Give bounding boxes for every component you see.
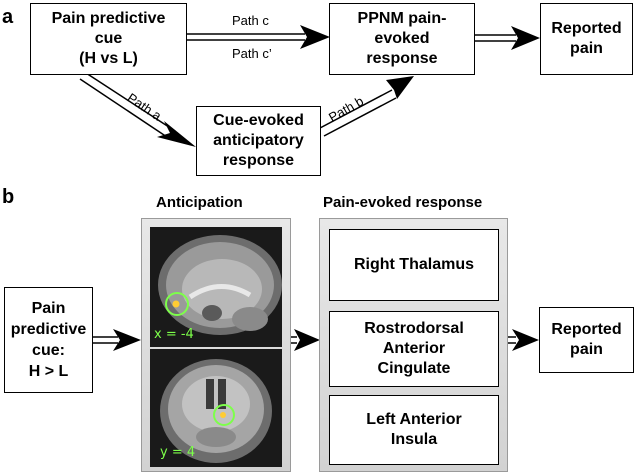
activation-blob-coronal [220,412,226,418]
anticipation-panel: x = -4 y = 4 [141,218,291,472]
arrow-path-a [79,72,196,147]
arrow-path-b [319,76,414,137]
arrow-anticipation-to-pain-evoked [290,329,320,351]
arrow-ppnm-to-reported [475,26,540,50]
pain-evoked-panel: Right Thalamus Rostrodorsal Anterior Cin… [319,218,508,472]
anticipatory-box: Cue-evoked anticipatory response [196,106,321,176]
sagittal-brain-graphic [158,235,282,335]
pain-evoked-title: Pain-evoked response [323,194,483,211]
region-rostrodorsal-anterior-cingulate: Rostrodorsal Anterior Cingulate [329,311,499,387]
panel-b-letter: b [2,186,15,208]
region-left-anterior-insula: Left Anterior Insula [329,395,499,465]
cue-box-a: Pain predictive cue (H vs L) [30,3,187,75]
path-c-label: Path c [232,13,269,28]
coronal-brain-graphic [160,359,272,463]
arrow-pain-evoked-to-reported [508,329,539,351]
coronal-brain-image: y = 4 [150,349,282,467]
sagittal-brain-image: x = -4 [150,227,282,347]
arrow-path-c [187,25,330,49]
coronal-coord-label: y = 4 [160,445,196,460]
anticipation-title: Anticipation [156,194,243,211]
activation-blob-sagittal [172,300,180,308]
panel-a-letter: a [2,6,14,28]
region-right-thalamus: Right Thalamus [329,229,499,301]
reported-pain-box-b: Reported pain [539,307,634,373]
reported-pain-box-a: Reported pain [540,3,633,75]
highlight-circle-sagittal [165,292,189,316]
cue-box-b: Pain predictive cue: H > L [4,287,93,393]
sagittal-coord-label: x = -4 [154,327,194,342]
path-c-prime-label: Path c’ [232,46,272,61]
ppnm-box: PPNM pain- evoked response [329,3,475,75]
arrow-cue-to-anticipation [93,329,141,351]
highlight-circle-coronal [213,404,235,426]
